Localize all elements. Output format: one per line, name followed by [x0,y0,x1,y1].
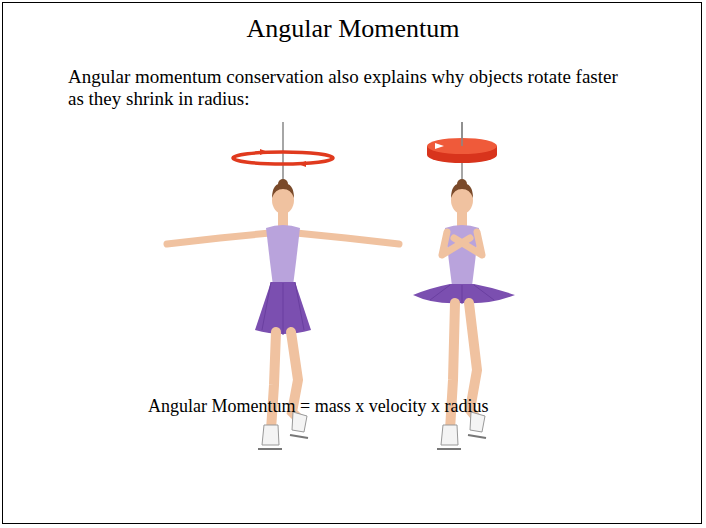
body-text: Angular momentum conservation also expla… [68,66,628,110]
slide-title: Angular Momentum [0,14,706,44]
formula-text: Angular Momentum = mass x velocity x rad… [148,396,489,417]
